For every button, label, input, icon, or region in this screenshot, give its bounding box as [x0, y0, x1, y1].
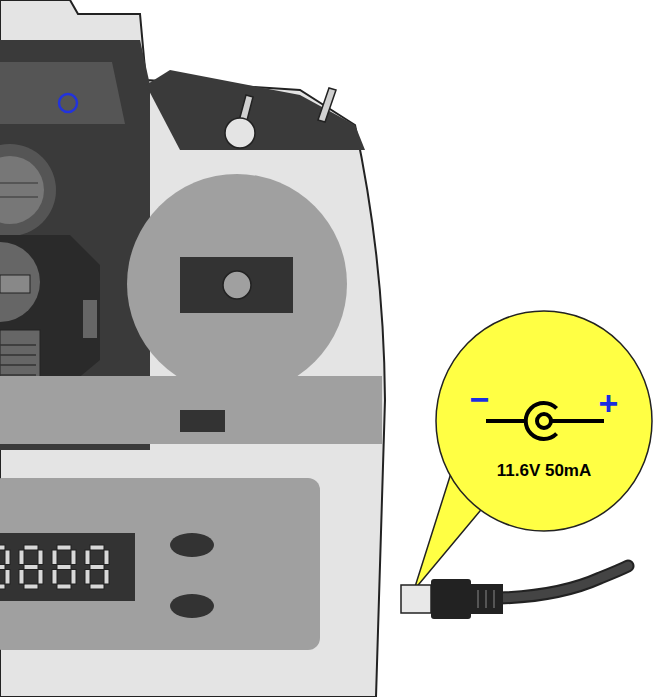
lcd-segment	[5, 550, 10, 565]
button	[170, 594, 214, 618]
display-panel	[0, 478, 320, 650]
lcd-segment	[38, 550, 43, 565]
left-stick	[0, 275, 30, 293]
lcd-segment	[71, 570, 76, 585]
lcd-segment	[5, 570, 10, 585]
rating-label: 11.6V 50mA	[497, 462, 592, 479]
lcd-segment	[57, 545, 71, 550]
lcd-segment	[52, 550, 57, 565]
plug-tip	[401, 585, 431, 613]
right-gimbal	[127, 174, 347, 394]
lcd-segment	[104, 570, 109, 585]
lcd-segment	[24, 545, 38, 550]
lcd-segment	[19, 550, 24, 565]
lcd-segment	[24, 584, 38, 589]
lcd-segment	[71, 550, 76, 565]
trim-strip	[0, 376, 382, 444]
lcd-segment	[57, 584, 71, 589]
toggle-lever	[318, 88, 336, 122]
top-panel-inset	[0, 62, 125, 124]
lcd-segment	[19, 570, 24, 585]
button	[170, 533, 214, 557]
cable	[500, 566, 628, 598]
polarity-sign: +	[598, 386, 618, 420]
lcd-segment	[90, 584, 104, 589]
lcd-segment	[0, 584, 5, 589]
callout-bubble: − +11.6V 50mA	[435, 310, 653, 532]
lcd-segment	[85, 550, 90, 565]
stick-slot	[180, 257, 293, 313]
top-panel	[0, 40, 150, 160]
toggle-switch	[225, 118, 255, 148]
lcd-segment	[24, 565, 38, 570]
led-indicator	[59, 94, 77, 112]
lcd-segment	[104, 550, 109, 565]
lcd-segment	[90, 545, 104, 550]
lcd-segment	[52, 570, 57, 585]
cable	[500, 566, 628, 598]
plug-body	[431, 579, 471, 619]
left-gimbal	[0, 144, 56, 236]
switch-panel	[146, 70, 365, 150]
lcd-frame	[0, 533, 135, 601]
polarity-sign: −	[470, 382, 490, 416]
left-stick-gimbal	[0, 242, 40, 322]
lcd-segment	[0, 545, 5, 550]
lcd-segment	[38, 570, 43, 585]
lcd-segment	[57, 565, 71, 570]
strip-slot	[180, 410, 225, 432]
trim-dial	[0, 156, 44, 224]
lcd-segment	[85, 570, 90, 585]
right-stick	[223, 271, 251, 299]
lcd-segment	[90, 565, 104, 570]
polarity-symbol	[486, 403, 604, 439]
strain-relief	[471, 584, 503, 614]
bubble-shape	[435, 310, 653, 532]
trim-slider	[83, 300, 97, 338]
lcd-segment	[0, 565, 5, 570]
